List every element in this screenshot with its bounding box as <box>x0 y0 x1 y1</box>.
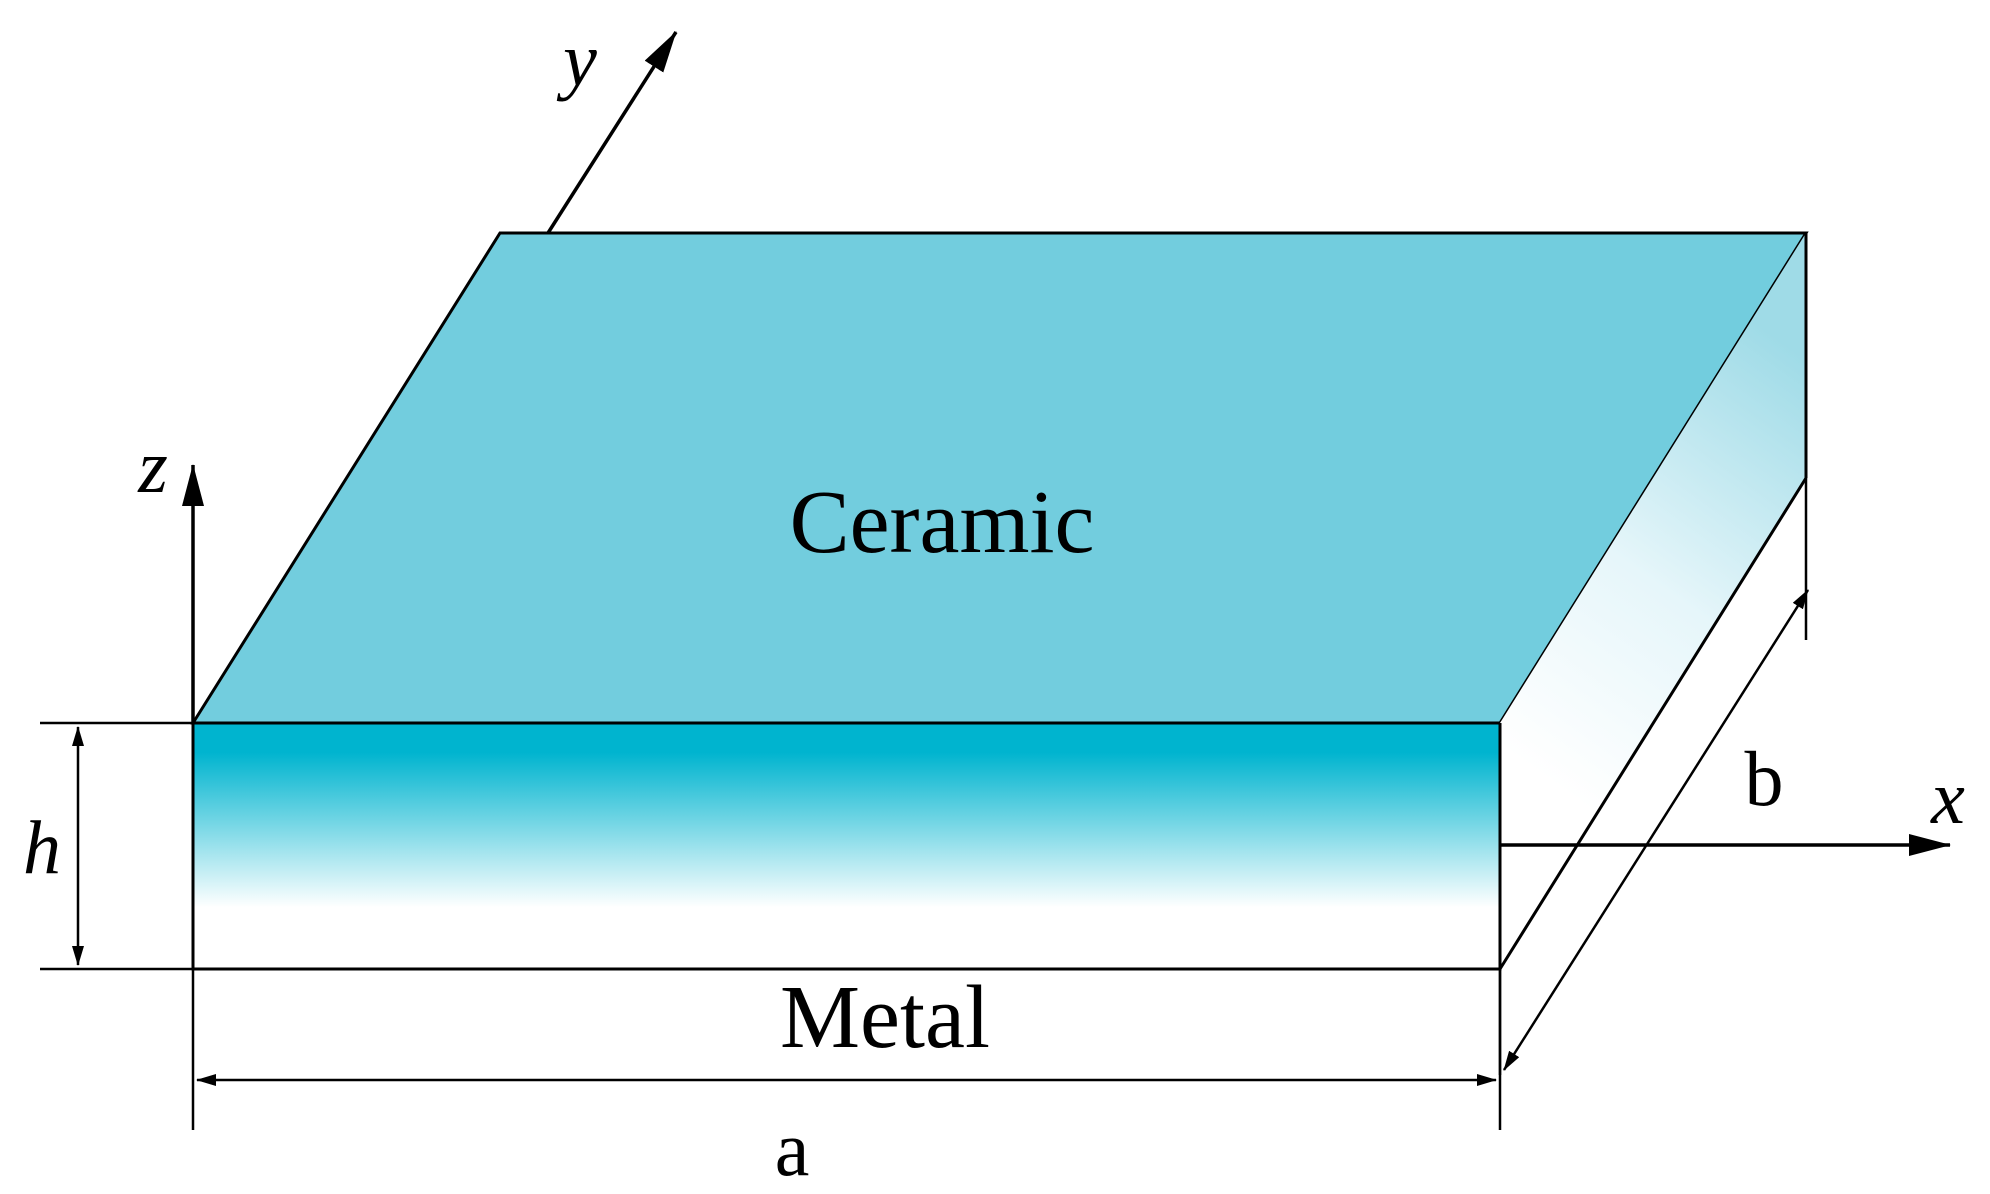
x-axis-label: x <box>1930 756 1965 840</box>
y-axis-arrow <box>546 31 678 234</box>
y-axis-label: y <box>556 18 597 102</box>
ceramic-label: Ceramic <box>790 473 1095 572</box>
metal-label: Metal <box>780 968 990 1067</box>
width-dimension-arrow <box>1502 589 1810 1071</box>
length-label: a <box>775 1105 810 1192</box>
thickness-extension-lines <box>40 721 193 971</box>
width-label: b <box>1745 735 1784 822</box>
plate-front-face <box>191 721 1502 971</box>
thickness-label: h <box>23 806 61 890</box>
z-axis-label: z <box>137 425 168 509</box>
